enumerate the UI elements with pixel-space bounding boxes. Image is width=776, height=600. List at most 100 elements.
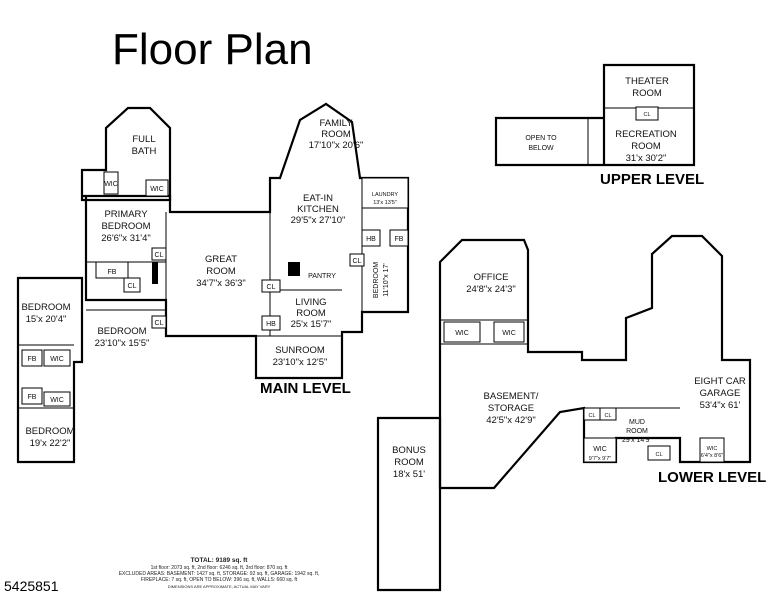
closet-label: CL bbox=[128, 283, 137, 290]
wic-label: WIC bbox=[50, 397, 64, 404]
full-bath-tag: FB bbox=[28, 356, 37, 363]
bedroom-11-label: BEDROOM bbox=[373, 262, 380, 298]
half-bath-tag: HB bbox=[266, 321, 276, 328]
living-room-label: ROOM bbox=[296, 308, 326, 319]
basement-label: STORAGE bbox=[488, 403, 534, 414]
bath-box bbox=[21, 387, 43, 405]
garage-dimensions: 53'4"x 61' bbox=[700, 400, 741, 411]
laundry-box bbox=[361, 177, 409, 209]
office-label: OFFICE bbox=[474, 272, 509, 283]
wic-lower-dimensions: 9'7"x 9'7" bbox=[589, 456, 612, 462]
closet-label: CL bbox=[155, 252, 164, 259]
full-bath-label: BATH bbox=[132, 146, 157, 157]
wic-box bbox=[493, 321, 525, 343]
closet-label: CL bbox=[267, 284, 276, 291]
wic-label: WIC bbox=[502, 330, 516, 337]
great-room-label: GREAT bbox=[205, 254, 237, 265]
family-room-label: FAMILY bbox=[319, 118, 353, 129]
footer-fireplace: FIREPLACE: 7 sq. ft, OPEN TO BELOW: 396 … bbox=[140, 577, 298, 583]
closet-box bbox=[349, 253, 365, 267]
kitchen-label: EAT-IN bbox=[303, 193, 333, 204]
wic-garage-dimensions: 6'4"x 8'6" bbox=[701, 453, 724, 459]
closet-box bbox=[123, 277, 141, 293]
laundry-label: LAUNDRY bbox=[372, 192, 399, 198]
mud-room-dimensions: 29'x 14'9" bbox=[622, 437, 653, 444]
lower-level-label: LOWER LEVEL bbox=[658, 469, 766, 486]
lower-level-walls bbox=[438, 234, 752, 490]
recreation-room-dimensions: 31'x 30'2" bbox=[626, 153, 667, 164]
garage-label: EIGHT CAR bbox=[694, 376, 746, 387]
closet-label: CL bbox=[353, 258, 362, 265]
kitchen-dimensions: 29'5"x 27'10" bbox=[291, 215, 346, 226]
closet-label: CL bbox=[643, 112, 650, 118]
basement-label: BASEMENT/ bbox=[484, 391, 539, 402]
listing-id: 5425851 bbox=[4, 578, 59, 594]
mud-room-label: ROOM bbox=[626, 428, 648, 435]
wic-label: WIC bbox=[104, 181, 118, 188]
wic-label: WIC bbox=[50, 356, 64, 363]
primary-bedroom-label: PRIMARY bbox=[104, 209, 148, 220]
closet-label: CL bbox=[155, 320, 164, 327]
bedroom-15-dimensions: 15'x 20'4" bbox=[26, 314, 67, 325]
office-dimensions: 24'8"x 24'3" bbox=[466, 284, 515, 295]
family-room-label: ROOM bbox=[321, 129, 351, 140]
closet-box bbox=[647, 445, 671, 461]
wic-label: WIC bbox=[455, 330, 469, 337]
theater-room-label: ROOM bbox=[632, 88, 662, 99]
lower-level: WIC WIC CL CL CL OFFICE 24'8"x 24'3" BAS… bbox=[376, 234, 766, 592]
sunroom-label: SUNROOM bbox=[275, 345, 325, 356]
footer-disclaimer: DIMENSIONS ARE APPROXIMATE, ACTUAL MAY V… bbox=[167, 584, 271, 589]
closet-box bbox=[635, 106, 659, 121]
open-below-label: BELOW bbox=[528, 145, 554, 152]
bedroom-15-label: BEDROOM bbox=[21, 302, 70, 313]
bonus-room-dimensions: 18'x 51' bbox=[393, 469, 425, 480]
family-room-dimensions: 17'10"x 20'6" bbox=[309, 140, 364, 151]
bath-box bbox=[389, 229, 409, 247]
basement-dimensions: 42'5"x 42'9" bbox=[486, 415, 535, 426]
footer-excluded: EXCLUDED AREAS: BASEMENT: 1427 sq. ft, S… bbox=[118, 571, 320, 577]
mud-room-label: MUD bbox=[629, 419, 645, 426]
closet-box bbox=[43, 391, 71, 407]
bedroom-23-dimensions: 23'10"x 15'5" bbox=[95, 338, 150, 349]
bedroom-23-label: BEDROOM bbox=[97, 326, 146, 337]
bath-box bbox=[361, 229, 381, 247]
bedroom-19-dimensions: 19'x 22'2" bbox=[30, 438, 71, 449]
living-room-dimensions: 25'x 15'7" bbox=[291, 319, 332, 330]
full-bath-tag: FB bbox=[108, 269, 117, 276]
wic-box bbox=[443, 321, 481, 343]
bath-box bbox=[261, 315, 281, 331]
closet-box bbox=[43, 349, 71, 367]
closet-label: CL bbox=[655, 452, 662, 458]
great-room-dimensions: 34'7"x 36'3" bbox=[196, 278, 245, 289]
bedroom-11-dimensions: 11'10"x 17' bbox=[383, 263, 390, 296]
footer-total: TOTAL: 9189 sq. ft bbox=[190, 557, 248, 564]
sunroom-dimensions: 23'10"x 12'5" bbox=[273, 357, 328, 368]
main-level-label: MAIN LEVEL bbox=[260, 380, 351, 397]
full-bath-tag: FB bbox=[395, 236, 404, 243]
pantry-label: PANTRY bbox=[308, 273, 336, 280]
wic-box bbox=[583, 437, 617, 463]
wic-box bbox=[699, 437, 725, 463]
open-below-label: OPEN TO bbox=[525, 135, 557, 142]
closet-box bbox=[151, 315, 167, 329]
upper-level: CL THEATER ROOM OPEN TO BELOW RECREATION… bbox=[494, 63, 704, 188]
bedroom-19-label: BEDROOM bbox=[25, 426, 74, 437]
plan-title: Floor Plan bbox=[112, 25, 313, 74]
bonus-room-label: ROOM bbox=[394, 457, 424, 468]
half-bath-tag: HB bbox=[366, 236, 376, 243]
closet-box bbox=[599, 407, 617, 421]
closet-box bbox=[103, 171, 119, 195]
laundry-dimensions: 13'x 13'5" bbox=[373, 200, 397, 206]
closet-box bbox=[261, 279, 281, 293]
bonus-room-label: BONUS bbox=[392, 445, 426, 456]
fireplace-mark bbox=[288, 262, 300, 276]
upper-level-walls bbox=[494, 63, 696, 167]
theater-room-label: THEATER bbox=[625, 76, 669, 87]
bonus-room-walls bbox=[376, 416, 442, 592]
left-wing-walls bbox=[16, 276, 84, 464]
primary-bedroom-dimensions: 26'6"x 31'4" bbox=[101, 233, 150, 244]
closet-box bbox=[145, 179, 169, 197]
living-room-label: LIVING bbox=[295, 297, 326, 308]
closet-label: CL bbox=[604, 413, 611, 419]
